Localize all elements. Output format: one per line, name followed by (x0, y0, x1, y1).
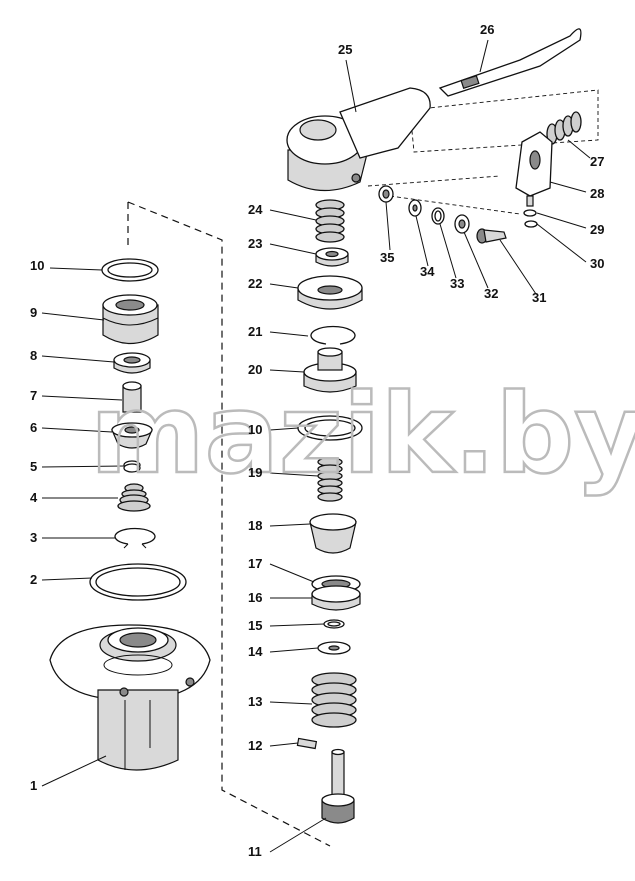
callout-18: 18 (248, 518, 262, 533)
part-31-screw (476, 228, 507, 244)
assembly-guide-left (127, 201, 331, 847)
callout-25: 25 (338, 42, 352, 57)
callout-27: 27 (590, 154, 604, 169)
callout-8: 8 (30, 348, 37, 363)
part-34-washer (408, 199, 422, 217)
part-5-ring (123, 460, 141, 473)
callout-labels: 10 9 8 7 6 5 4 3 2 1 11 12 13 14 15 16 1… (30, 22, 604, 859)
callout-1: 1 (30, 778, 37, 793)
callout-2: 2 (30, 572, 37, 587)
part-22-plate (297, 275, 363, 310)
callout-15: 15 (248, 618, 262, 633)
callout-21: 21 (248, 324, 262, 339)
callout-4: 4 (30, 490, 38, 505)
part-29-washer (523, 209, 537, 217)
callout-13: 13 (248, 694, 262, 709)
callout-5: 5 (30, 459, 37, 474)
part-16-ring (311, 585, 361, 611)
callout-30: 30 (590, 256, 604, 271)
part-4-spring (117, 483, 151, 512)
callout-34: 34 (420, 264, 435, 279)
part-14-washer (317, 641, 351, 655)
leader-lines (41, 39, 591, 853)
part-13-spring (311, 672, 357, 728)
part-19-spring (317, 457, 343, 502)
part-7-pin (122, 381, 142, 413)
part-23-washer (315, 247, 349, 267)
callout-17: 17 (248, 556, 262, 571)
watermark-text: mazik.by (90, 370, 635, 498)
callout-33: 33 (450, 276, 464, 291)
callout-23: 23 (248, 236, 262, 251)
part-28-bracket (515, 131, 553, 207)
part-2-ring (89, 563, 187, 601)
callout-35: 35 (380, 250, 394, 265)
part-35-bushing (378, 185, 394, 203)
callout-12: 12 (248, 738, 262, 753)
part-18-cup (309, 513, 357, 554)
callout-26: 26 (480, 22, 494, 37)
part-26-lever (438, 28, 582, 97)
part-12-pin (296, 737, 318, 750)
callout-22: 22 (248, 276, 262, 291)
callout-31: 31 (532, 290, 546, 305)
part-33-ring (431, 207, 445, 225)
callout-28: 28 (590, 186, 604, 201)
part-27-spring (546, 111, 582, 145)
callout-16: 16 (248, 590, 262, 605)
callout-10-left: 10 (30, 258, 44, 273)
callout-11: 11 (248, 844, 262, 859)
part-8-washer (113, 352, 151, 374)
part-32-washer (454, 214, 470, 234)
part-15-ring (323, 619, 345, 629)
part-30-washer (524, 220, 538, 228)
callout-14: 14 (248, 644, 263, 659)
callout-32: 32 (484, 286, 498, 301)
callout-29: 29 (590, 222, 604, 237)
callout-20: 20 (248, 362, 262, 377)
callout-7: 7 (30, 388, 37, 403)
callout-3: 3 (30, 530, 37, 545)
part-9-bushing (102, 294, 159, 345)
part-10-ring-center (297, 415, 363, 441)
callout-19: 19 (248, 465, 262, 480)
part-21-snap-ring (310, 325, 356, 345)
part-11-plunger (321, 748, 355, 824)
callout-6: 6 (30, 420, 37, 435)
part-10-ring (101, 258, 159, 282)
part-6-seat (111, 422, 153, 449)
callout-9: 9 (30, 305, 37, 320)
part-3-snap-ring (114, 527, 156, 549)
assembly-guide-top (367, 89, 599, 215)
part-1-housing (49, 624, 211, 771)
part-25-handle-head (286, 87, 431, 192)
callout-24: 24 (248, 202, 263, 217)
callout-10-center: 10 (248, 422, 262, 437)
part-24-spring (315, 199, 345, 243)
